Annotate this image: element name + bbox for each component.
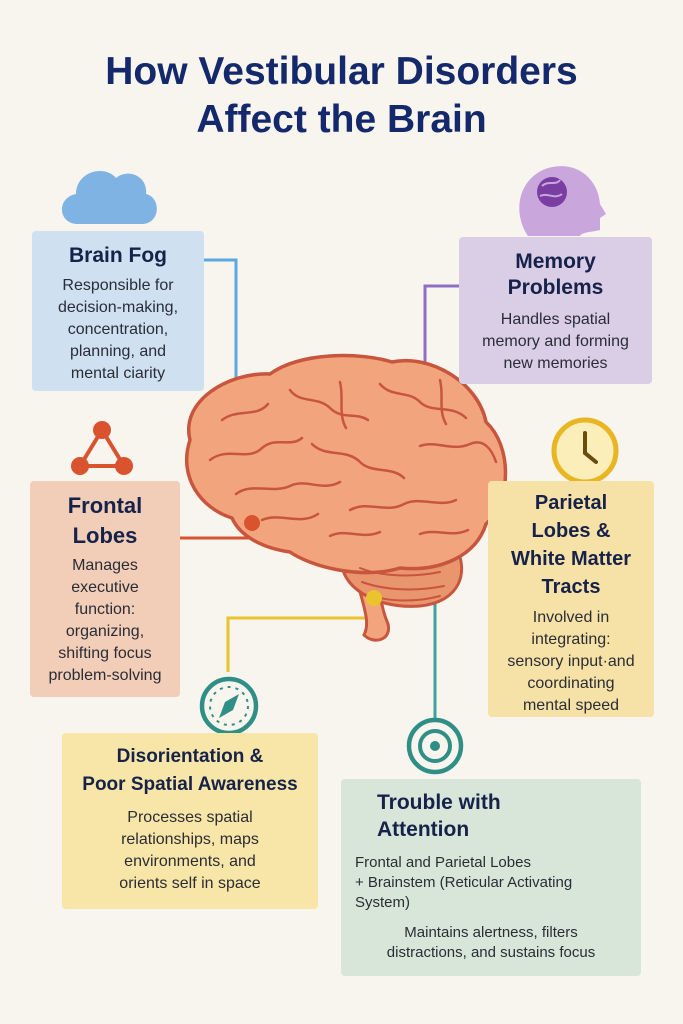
parietal-text: Involved in integrating: sensory input·a… [488,607,654,717]
brain-fog-line: mental ciarity [70,365,166,382]
brain-fog-line: decision-making, [57,299,179,316]
card-disorientation: Disorientation & Poor Spatial Awareness … [62,733,318,909]
disorientation-heading-line: Poor Spatial Awareness [82,774,298,795]
memory-text: Handles spatial memory and forming new m… [459,309,652,375]
card-frontal-lobes: Frontal Lobes Manages executive function… [30,481,180,697]
attention-heading: Trouble with Attention [341,789,641,843]
frontal-text: Manages executive function: organizing, … [30,555,180,687]
frontal-heading-line: Lobes [72,523,138,548]
brain-illustration [184,353,508,642]
head-brain-icon [519,166,606,236]
frontal-line: shifting focus [58,645,152,662]
parietal-line: coordinating [527,675,615,692]
attention-text: Maintains alertness, filters distraction… [341,923,641,963]
cloud-icon [61,171,157,224]
cerebrum [184,353,508,575]
connector-dot-disorientation [366,590,382,606]
parietal-heading-line: White Matter [511,548,631,570]
attention-intro: Frontal and Parietal Lobes + Brainstem (… [341,853,641,913]
card-parietal-lobes: Parietal Lobes & White Matter Tracts Inv… [488,481,654,717]
disorientation-line: Processes spatial [127,809,253,826]
attention-heading-line: Attention [377,818,470,841]
frontal-line: Manages [72,557,138,574]
memory-heading-line: Problems [507,276,604,299]
parietal-line: sensory input·and [507,653,635,670]
attention-intro-line: Frontal and Parietal Lobes [355,854,531,871]
memory-line: memory and forming [482,333,629,350]
parietal-heading-line: Lobes & [531,520,611,542]
frontal-line: function: [74,601,136,618]
memory-heading: Memory Problems [459,249,652,301]
memory-line: Handles spatial [500,311,611,328]
frontal-line: organizing, [65,623,145,640]
attention-intro-line: + Brainstem (Reticular Activating [355,874,573,891]
card-memory-problems: Memory Problems Handles spatial memory a… [459,237,652,384]
frontal-heading: Frontal Lobes [30,491,180,551]
disorientation-line: environments, and [124,853,256,870]
parietal-heading-line: Tracts [541,576,601,598]
frontal-line: problem-solving [48,667,162,684]
memory-line: new memories [503,355,608,372]
frontal-heading-line: Frontal [67,493,143,518]
brain-fog-text: Responsible for decision-making, concent… [32,275,204,385]
parietal-line: integrating: [531,631,611,648]
connector-disorientation [226,600,376,672]
brain-fog-heading: Brain Fog [69,244,167,267]
frontal-line: executive [71,579,139,596]
card-brain-fog: Brain Fog Responsible for decision-makin… [32,231,204,391]
brain-fog-line: concentration, [67,321,169,338]
compass-icon [199,676,259,736]
disorientation-text: Processes spatial relationships, maps en… [62,807,318,895]
parietal-line: mental speed [522,697,620,714]
disorientation-line: orients self in space [119,875,261,892]
title-line-2: Affect the Brain [196,98,487,141]
attention-line: distractions, and sustains focus [386,944,596,961]
title-line-1: How Vestibular Disorders [105,50,578,93]
parietal-line: Involved in [532,609,610,626]
triangle-network-icon [71,421,133,475]
disorientation-heading-line: Disorientation & [116,746,264,767]
page-title: How Vestibular Disorders Affect the Brai… [0,48,683,144]
attention-heading-line: Trouble with [377,791,501,814]
attention-intro-line: System) [355,894,411,911]
connector-dot-frontal [244,515,260,531]
parietal-heading: Parietal Lobes & White Matter Tracts [488,489,654,601]
attention-line: Maintains alertness, filters [404,924,578,941]
brain-fog-line: Responsible for [62,277,174,294]
connector-brain-fog [204,258,238,398]
disorientation-heading: Disorientation & Poor Spatial Awareness [62,743,318,799]
card-trouble-with-attention: Trouble with Attention Frontal and Parie… [341,779,641,976]
clock-icon [551,417,619,485]
brain-fog-line: planning, and [69,343,167,360]
parietal-heading-line: Parietal [534,492,608,514]
memory-heading-line: Memory [515,250,596,273]
disorientation-line: relationships, maps [121,831,259,848]
target-icon [406,717,464,775]
